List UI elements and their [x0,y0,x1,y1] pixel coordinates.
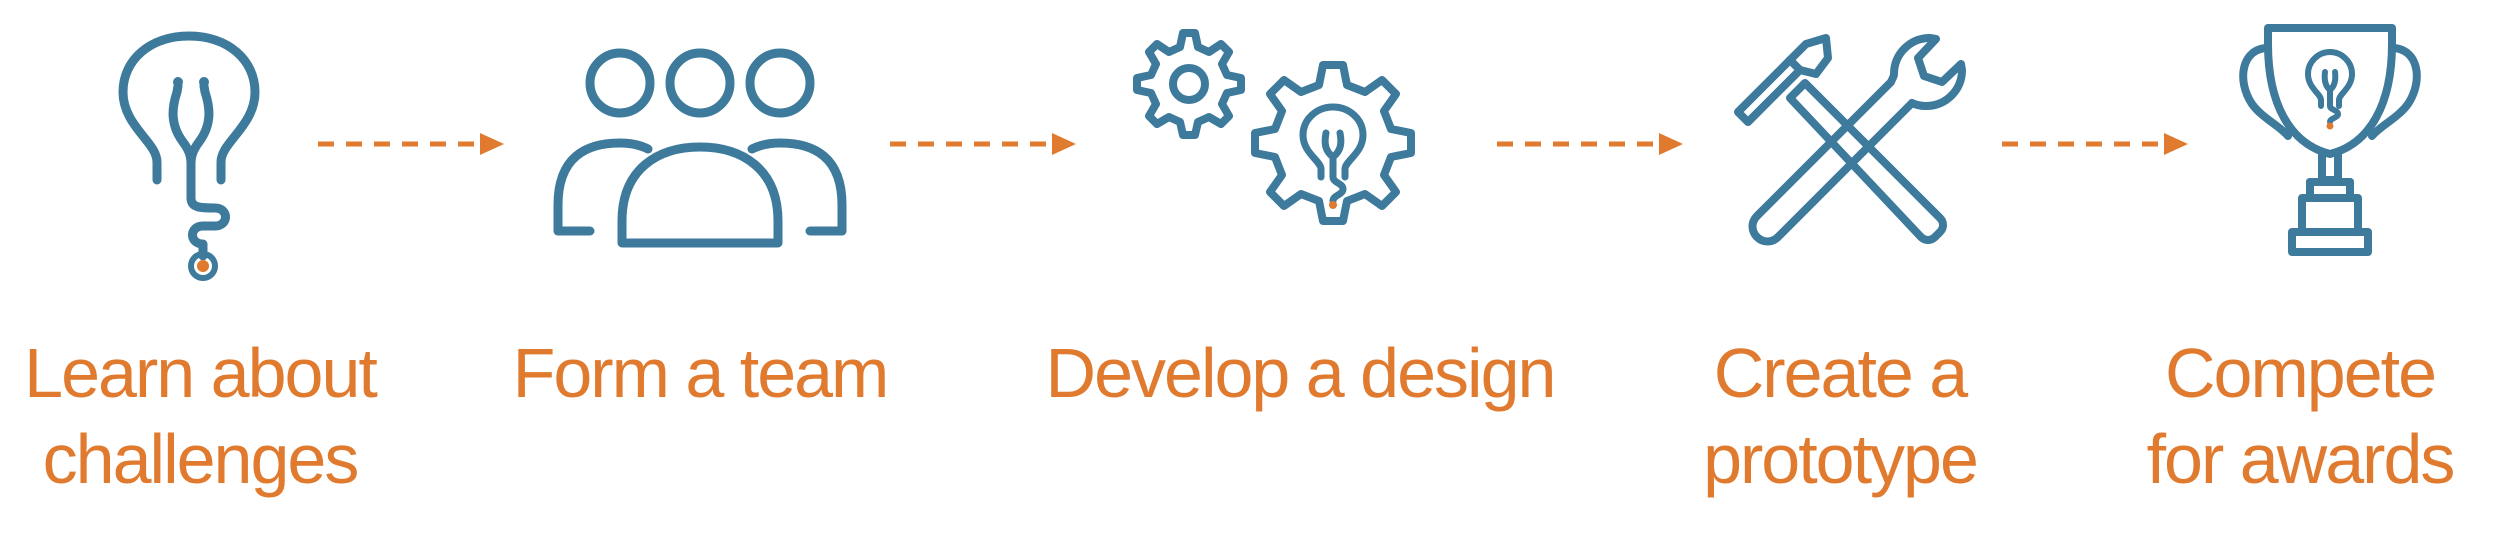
team-icon [550,45,850,255]
gears-lightbulb-icon [1125,25,1465,265]
arrow-1 [316,130,506,158]
arrow-3 [1495,130,1685,158]
hammer-wrench-icon [1730,30,1970,260]
arrow-2 [888,130,1078,158]
step-label-line: challenges [42,420,360,498]
step-label-line: for awards [2146,420,2456,498]
step-label-line: Form a team [512,334,890,412]
step-label-compete: Compete for awards [2110,330,2490,502]
step-label-learn: Learn about challenges [0,330,400,502]
step-label-design: Develop a design [1030,330,1570,416]
step-label-line: Develop a design [1045,334,1557,412]
step-label-team: Form a team [500,330,900,416]
arrow-4 [2000,130,2190,158]
trophy-icon [2230,20,2430,260]
step-label-prototype: Create a prototype [1640,330,2040,502]
step-label-line: Compete [2164,334,2437,412]
step-label-line: prototype [1703,420,1979,498]
lightbulb-stethoscope-icon [105,30,275,281]
step-label-line: Create a [1713,334,1968,412]
step-label-line: Learn about [24,334,378,412]
